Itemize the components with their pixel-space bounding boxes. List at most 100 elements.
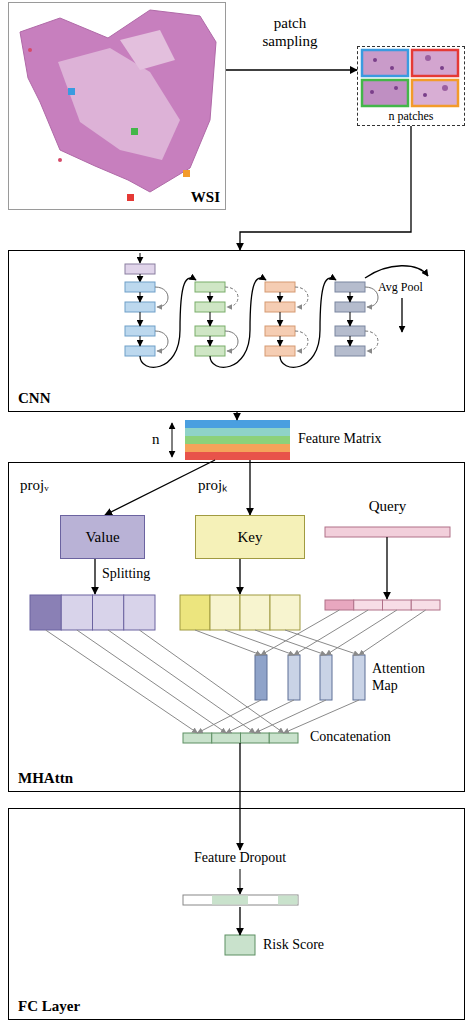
dropout-vector: Feature Dropout <box>160 850 320 907</box>
cnn-architecture-part <box>140 253 141 263</box>
cnn-architecture-part-part <box>280 278 336 367</box>
query-split-vector-part <box>354 600 383 610</box>
value-split-vector <box>30 595 155 630</box>
dropout-vector-bar <box>183 869 298 905</box>
risk-score: Risk Score <box>225 935 345 957</box>
cnn-architecture-part-part <box>225 287 238 307</box>
cnn-architecture-part-part <box>335 302 365 312</box>
query-split-vector-part <box>325 600 354 610</box>
cnn-architecture-part-part <box>350 312 351 326</box>
attention-map-bars-part <box>353 655 365 700</box>
attention-map-bars <box>255 655 365 700</box>
cnn-architecture-part <box>195 282 225 356</box>
key-split-vector-part <box>180 595 210 630</box>
connector-line <box>94 559 95 594</box>
wsi-image-part <box>9 3 226 210</box>
connector-fan-line <box>294 610 368 655</box>
cnn-architecture-part-part <box>335 282 365 292</box>
cnn-architecture-part <box>335 282 365 356</box>
patch-thumbnails-part <box>412 80 458 106</box>
cnn-architecture-part-part <box>195 282 225 292</box>
wsi-image-part <box>58 48 180 160</box>
node-text: FC Layer <box>18 997 80 1015</box>
value-split-vector-part <box>124 595 155 630</box>
node-text: Attention Map <box>372 661 452 695</box>
cnn-architecture-part-part <box>155 331 168 351</box>
feature-matrix-stripes <box>172 420 290 460</box>
connector-fan-line <box>359 610 426 655</box>
cnn-architecture-part-part <box>350 292 351 302</box>
edge-label: projₖ <box>198 476 227 494</box>
cnn-architecture-part-part <box>155 287 168 307</box>
wsi-image-part <box>183 170 190 177</box>
cnn-panel: CNN <box>8 250 465 412</box>
connector-fan-line <box>326 610 397 655</box>
connector-arrow <box>197 700 359 733</box>
dropout-vector-bar-part <box>212 896 248 905</box>
feature-matrix-stripes-part <box>185 444 290 452</box>
node-text: MHAttn <box>18 769 73 787</box>
patch-thumbnails-part <box>390 66 394 70</box>
cnn-architecture-part-part <box>295 287 308 307</box>
edge-label: Splitting <box>102 566 150 583</box>
connector-arrow <box>240 907 241 935</box>
cnn-architecture-part-part <box>210 336 211 346</box>
fc-layer-panel: FC Layer Feature DropoutRisk Score <box>8 808 465 1020</box>
key-box: Key <box>195 515 305 559</box>
attention-map-bars-part <box>288 655 300 700</box>
value-box: Value <box>60 515 145 559</box>
cnn-architecture-part <box>265 282 295 356</box>
connector-fan-line <box>284 700 359 733</box>
wsi-image-part <box>68 88 75 95</box>
wsi-image-part <box>58 158 62 162</box>
connector-fan-line <box>285 630 359 655</box>
connector-line <box>226 69 357 70</box>
cnn-architecture-part-part <box>280 312 281 326</box>
connector-line <box>240 126 411 250</box>
cnn-architecture-part <box>140 274 141 282</box>
connector-fan-line <box>255 700 326 733</box>
connector-arrow <box>240 126 411 250</box>
attention-map-bars-part <box>320 655 332 700</box>
cnn-architecture-part-part <box>195 326 225 336</box>
cnn-architecture-part-part <box>125 282 155 292</box>
connector-fan-line <box>77 630 226 733</box>
connector-line <box>386 537 387 599</box>
cnn-architecture-part-part <box>225 331 238 351</box>
node-text: Feature Matrix <box>298 431 382 448</box>
key-split-vector-part <box>240 595 270 630</box>
attention-map-bars-part <box>255 655 267 700</box>
dropout-vector-bar-part <box>240 869 241 894</box>
patch-thumbnails-part <box>373 58 377 62</box>
cnn-architecture-part-part <box>280 336 281 346</box>
connector-line <box>239 907 240 935</box>
patch-thumbnails-part <box>412 50 458 76</box>
dropout-vector-bar-part <box>183 895 298 905</box>
cnn-architecture-part <box>140 292 350 346</box>
node-text: Feature Dropout <box>160 850 320 867</box>
cnn-architecture-part-part <box>140 292 141 302</box>
connector-fan-line <box>261 610 339 655</box>
concatenated-vector-bar-part <box>241 733 270 743</box>
feature-matrix-stripes-part <box>185 420 290 428</box>
cnn-architecture-part-part <box>401 298 402 332</box>
cnn-architecture-part-part <box>125 326 155 336</box>
node-text: n patches <box>358 109 464 123</box>
node-text: Query <box>325 497 450 515</box>
cnn-architecture-part-part <box>125 346 155 356</box>
value-split-vector-part <box>61 595 92 630</box>
key-split-vector <box>180 595 300 630</box>
feature-matrix-stripes-part <box>185 436 290 444</box>
mhattn-panel: MHAttnValueKeyQueryAttention MapConcaten… <box>8 462 465 792</box>
connector-arrow <box>250 460 251 515</box>
key-split-vector-part <box>270 595 300 630</box>
patch-thumbnails-part <box>362 50 408 76</box>
cnn-architecture-part <box>125 264 155 274</box>
cnn-architecture-part-part <box>140 278 196 367</box>
value-split-vector-part <box>93 595 124 630</box>
feature-matrix: Feature Matrix <box>185 420 290 460</box>
connector-line <box>239 559 240 594</box>
cnn-architecture-part <box>125 282 155 356</box>
feature-matrix-stripes-part <box>185 428 290 436</box>
